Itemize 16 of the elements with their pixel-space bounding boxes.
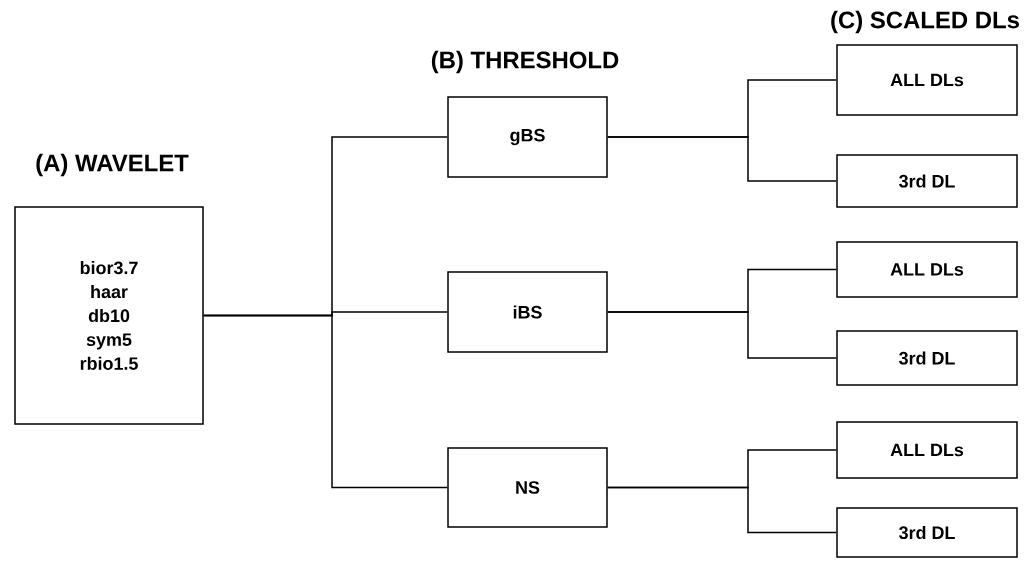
level-box: ALL DLs <box>836 44 1018 116</box>
column-heading: (A) WAVELET <box>36 153 189 177</box>
threshold-box: NS <box>447 447 608 528</box>
level-box: 3rd DL <box>836 154 1018 208</box>
wavelet-box: bior3.7 haar db10 sym5 rbio1.5 <box>14 206 204 425</box>
level-box: ALL DLs <box>836 421 1018 479</box>
threshold-box: gBS <box>447 96 608 178</box>
connector-line <box>203 314 448 489</box>
connector-line <box>607 486 837 534</box>
connector-line <box>607 136 837 182</box>
threshold-box: iBS <box>447 271 608 353</box>
column-heading: (B) THRESHOLD <box>431 50 619 74</box>
connector-line <box>607 311 837 359</box>
level-box: 3rd DL <box>836 330 1018 386</box>
level-box: 3rd DL <box>836 507 1018 558</box>
level-box: ALL DLs <box>836 241 1018 298</box>
